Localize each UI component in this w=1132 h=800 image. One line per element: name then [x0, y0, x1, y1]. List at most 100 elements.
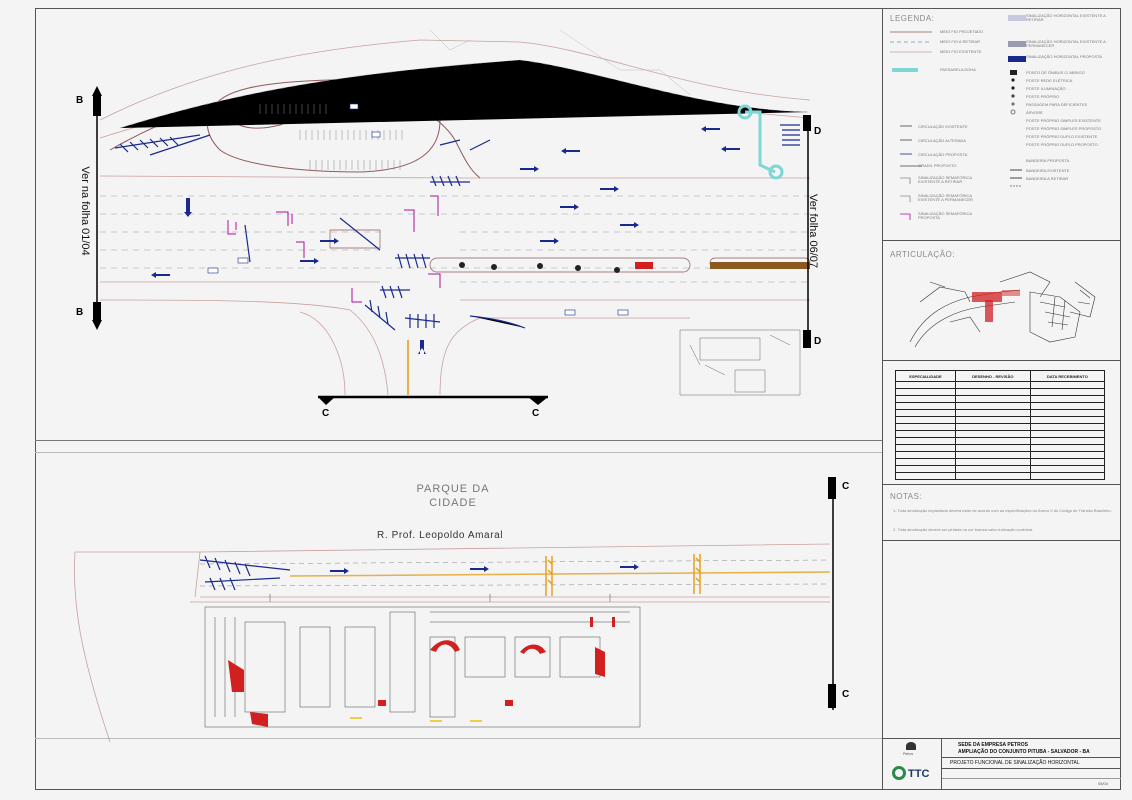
marker-b-bottom: B: [76, 307, 84, 318]
legend-left-item: SINALIZAÇÃO SEMAFÓRICA PROPOSTA: [918, 211, 972, 220]
panel-divider-title: [882, 738, 1121, 739]
revision-cell: [895, 437, 956, 445]
marker-d-top: D: [814, 126, 822, 137]
legend-right-item: POSTE PRÓPRIO SIMPLES EXISTENTE: [1026, 118, 1101, 123]
revision-row: [895, 416, 1106, 424]
park-label-line2: CIDADE: [429, 497, 477, 509]
revision-row: [895, 395, 1106, 403]
revision-cell: [954, 409, 1031, 417]
legend-left-item: PASSARELA DOHA: [940, 67, 976, 72]
marker-c-right: C: [532, 408, 540, 419]
legend-right-item: BANDEIRA A RETIRAR: [1026, 176, 1069, 181]
revision-cell: [1029, 409, 1106, 417]
title-line1: SEDE DA EMPRESA PETROS: [958, 742, 1028, 748]
revision-cell: [1029, 472, 1106, 480]
revision-row: [895, 430, 1106, 438]
ttc-logo-text: TTC: [908, 768, 930, 780]
revision-cell: [1029, 437, 1106, 445]
revision-cell: [895, 430, 956, 438]
revision-cell: [954, 465, 1031, 473]
revision-cell: [954, 423, 1031, 431]
revision-cell: [1029, 458, 1106, 466]
legend-title: LEGENDA:: [890, 14, 935, 23]
revision-row: [895, 465, 1106, 473]
legend-right-item: POSTE REDE ELÉTRICA: [1026, 78, 1073, 83]
title-divider-1: [942, 757, 1121, 758]
revision-row: [895, 451, 1106, 459]
legend-right-item: POSTE PRÓPRIO DUPLO PROPOSTO: [1026, 142, 1098, 147]
rev-header-specialty: ESPECIALIDADE: [895, 370, 956, 382]
title-line2: AMPLIAÇÃO DO CONJUNTO PITUBA - SALVADOR …: [958, 749, 1090, 755]
revision-cell: [895, 444, 956, 452]
legend-right-item: ÁRVORE: [1026, 110, 1043, 115]
street-name: R. Prof. Leopoldo Amaral: [377, 530, 504, 541]
ttc-logo-icon: [892, 766, 906, 780]
panel-divider-notes: [882, 540, 1121, 541]
sheet-border: [35, 8, 1121, 790]
revision-cell: [954, 402, 1031, 410]
client-logo-icon: [906, 742, 916, 750]
revision-cell: [954, 388, 1031, 396]
revision-cell: [895, 402, 956, 410]
top-plan-view: [92, 29, 811, 405]
match-ref-left: Ver na folha 01/04: [79, 166, 91, 256]
revision-cell: [954, 381, 1031, 389]
revision-row: [895, 381, 1106, 389]
brown-median-bar: [710, 262, 810, 269]
revision-cell: [895, 381, 956, 389]
revision-cell: [895, 395, 956, 403]
revision-row: [895, 388, 1106, 396]
bottom-plan-view: [74, 477, 836, 742]
revision-row: [895, 409, 1106, 417]
rev-header-drawing: DESENHO - REVISÃO: [954, 370, 1031, 382]
park-label-line1: PARQUE DA: [416, 483, 490, 495]
revision-cell: [954, 395, 1031, 403]
revision-cell: [1029, 430, 1106, 438]
panel-divider-legend: [882, 240, 1121, 241]
title-line3: PROJETO FUNCIONAL DE SINALIZAÇÃO HORIZON…: [950, 760, 1080, 766]
revision-row: [895, 402, 1106, 410]
revision-cell: [895, 423, 956, 431]
revision-cell: [895, 388, 956, 396]
revision-cell: [1029, 465, 1106, 473]
revision-cell: [954, 416, 1031, 424]
notes-title: NOTAS:: [890, 492, 923, 501]
revision-cell: [954, 458, 1031, 466]
view-divider: [35, 440, 882, 441]
legend-left-item: MEIO FIO EXISTENTE: [940, 49, 982, 54]
marker-b-top: B: [76, 95, 84, 106]
legend-right-item: POSTE PRÓPRIO SIMPLES PROPOSTO: [1026, 126, 1102, 131]
legend-left-item: CIRCULAÇÃO EXISTENTE: [918, 124, 968, 129]
logo-area: Petros TTC: [882, 738, 942, 790]
legend-right-item: PASSAGEM PARA DEFICIENTES: [1026, 102, 1088, 107]
legend-right-item: BANDEIRA EXISTENTE: [1026, 168, 1070, 173]
revision-cell: [954, 430, 1031, 438]
revision-cell: [1029, 381, 1106, 389]
legend-left-item: MEIO FIO A RETIRAR: [940, 39, 981, 44]
title-divider-3: [942, 778, 1121, 779]
revision-cell: [895, 409, 956, 417]
revision-cell: [895, 458, 956, 466]
legend-right-item: POSTE ILUMINAÇÃO: [1026, 86, 1066, 91]
legend-right-item: POSTE PRÓPRIO DUPLO EXISTENTE: [1026, 134, 1098, 139]
note-1: 1- Toda sinalização implantada deverá es…: [893, 508, 1112, 513]
legend-symbols: [890, 15, 1026, 220]
sheet-number: 05/04: [1098, 781, 1109, 786]
right-info-panel: [882, 8, 1121, 790]
revision-cell: [954, 437, 1031, 445]
revision-cell: [1029, 416, 1106, 424]
legend-left-item: MEIO FIO PROJETADO: [940, 29, 984, 34]
revision-cell: [954, 444, 1031, 452]
revision-cell: [895, 416, 956, 424]
revision-row: [895, 458, 1106, 466]
revision-table: ESPECIALIDADE DESENHO - REVISÃO DATA REC…: [895, 370, 1106, 480]
bottom-margin-line: [35, 738, 882, 739]
rev-header-date: DATA RECEBIMENTO: [1029, 370, 1106, 382]
legend-left-item: GRADIL PROPOSTO: [918, 163, 957, 168]
legend-right-item: SINALIZAÇÃO HORIZONTAL PROPOSTA: [1026, 54, 1102, 59]
view-divider-secondary: [35, 452, 882, 453]
note-2: 2- Toda sinalização deverá ser pintada n…: [893, 527, 1034, 532]
legend-right-item: SINALIZAÇÃO HORIZONTAL EXISTENTE A RETIR…: [1026, 13, 1106, 22]
legend-left-item: CIRCULAÇÃO ALTERADA: [918, 138, 966, 143]
legend-right-item: PONTO DE ÔNIBUS C/ ABRIGO: [1026, 70, 1085, 75]
